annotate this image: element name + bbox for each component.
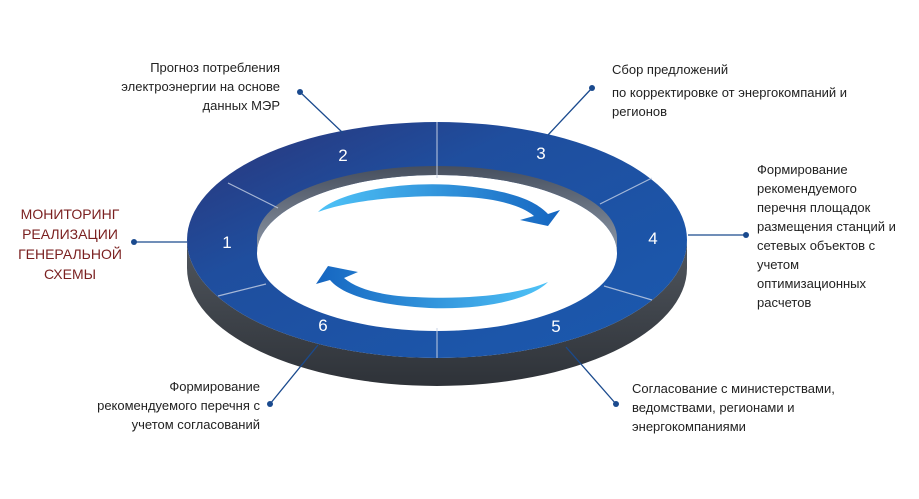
step-final-line-3: учетом согласований (131, 417, 260, 432)
connector-step-5 (565, 346, 617, 405)
segment-dividers (217, 122, 653, 358)
segment-5-number: 5 (551, 317, 560, 336)
dot-step-5 (613, 401, 619, 407)
segment-6-number: 6 (318, 316, 327, 335)
step-proposals-line-2: по корректировке от энергокомпаний и (612, 85, 848, 100)
step-final-line-2: рекомендуемого перечня с (97, 398, 260, 413)
dot-step-2 (297, 89, 303, 95)
segment-1-number: 1 (222, 233, 231, 252)
step-sites-line-3: перечня площадок (757, 200, 871, 215)
monitoring-line-3: ГЕНЕРАЛЬНОЙ (18, 246, 122, 262)
segment-4-number: 4 (648, 229, 657, 248)
step-proposals-line-1: Сбор предложений (612, 62, 729, 77)
cycle-arrow-bottom (316, 266, 548, 309)
step-forecast-line-3: данных МЭР (202, 98, 280, 113)
step-approval-line-2: ведомствами, регионами и (632, 400, 795, 415)
connector-dots (131, 85, 749, 407)
dot-step-3 (589, 85, 595, 91)
step-forecast-label: Прогноз потребления электроэнергии на ос… (80, 58, 280, 115)
step-sites-line-8: расчетов (757, 295, 812, 310)
step-final-list-label: Формирование рекомендуемого перечня с уч… (60, 377, 260, 434)
step-proposals-label: Сбор предложений по корректировке от эне… (612, 60, 902, 121)
segment-3-number: 3 (536, 144, 545, 163)
connector-step-2 (299, 91, 344, 134)
step-approval-label: Согласование с министерствами, ведомства… (632, 379, 892, 436)
monitoring-label: МОНИТОРИНГ РЕАЛИЗАЦИИ ГЕНЕРАЛЬНОЙ СХЕМЫ (10, 204, 130, 284)
connector-step-6 (269, 344, 319, 405)
step-sites-line-1: Формирование (757, 162, 848, 177)
cycle-arrow-top (318, 184, 560, 226)
step-sites-line-2: рекомендуемого (757, 181, 857, 196)
cycle-arrows (316, 184, 560, 309)
monitoring-line-1: МОНИТОРИНГ (20, 206, 120, 222)
step-proposals-line-3: регионов (612, 104, 668, 119)
step-approval-line-1: Согласование с министерствами, (632, 381, 835, 396)
dot-step-6 (267, 401, 273, 407)
segment-2-number: 2 (338, 146, 347, 165)
step-sites-line-5: сетевых объектов с (757, 238, 876, 253)
ring-side-wall (187, 240, 687, 386)
step-approval-line-3: энергокомпаниями (632, 419, 746, 434)
step-sites-line-4: размещения станций и (757, 219, 896, 234)
step-forecast-line-1: Прогноз потребления (150, 60, 280, 75)
connector-step-3 (547, 87, 593, 136)
dot-monitoring (131, 239, 137, 245)
connectors (134, 87, 746, 405)
step-sites-line-6: учетом (757, 257, 800, 272)
step-forecast-line-2: электроэнергии на основе (121, 79, 280, 94)
monitoring-line-4: СХЕМЫ (43, 266, 97, 282)
step-sites-line-7: оптимизационных (757, 276, 867, 291)
step-recommended-sites-label: Формирование рекомендуемого перечня площ… (757, 160, 917, 312)
step-final-line-1: Формирование (169, 379, 260, 394)
dot-step-4 (743, 232, 749, 238)
monitoring-line-2: РЕАЛИЗАЦИИ (22, 226, 118, 242)
